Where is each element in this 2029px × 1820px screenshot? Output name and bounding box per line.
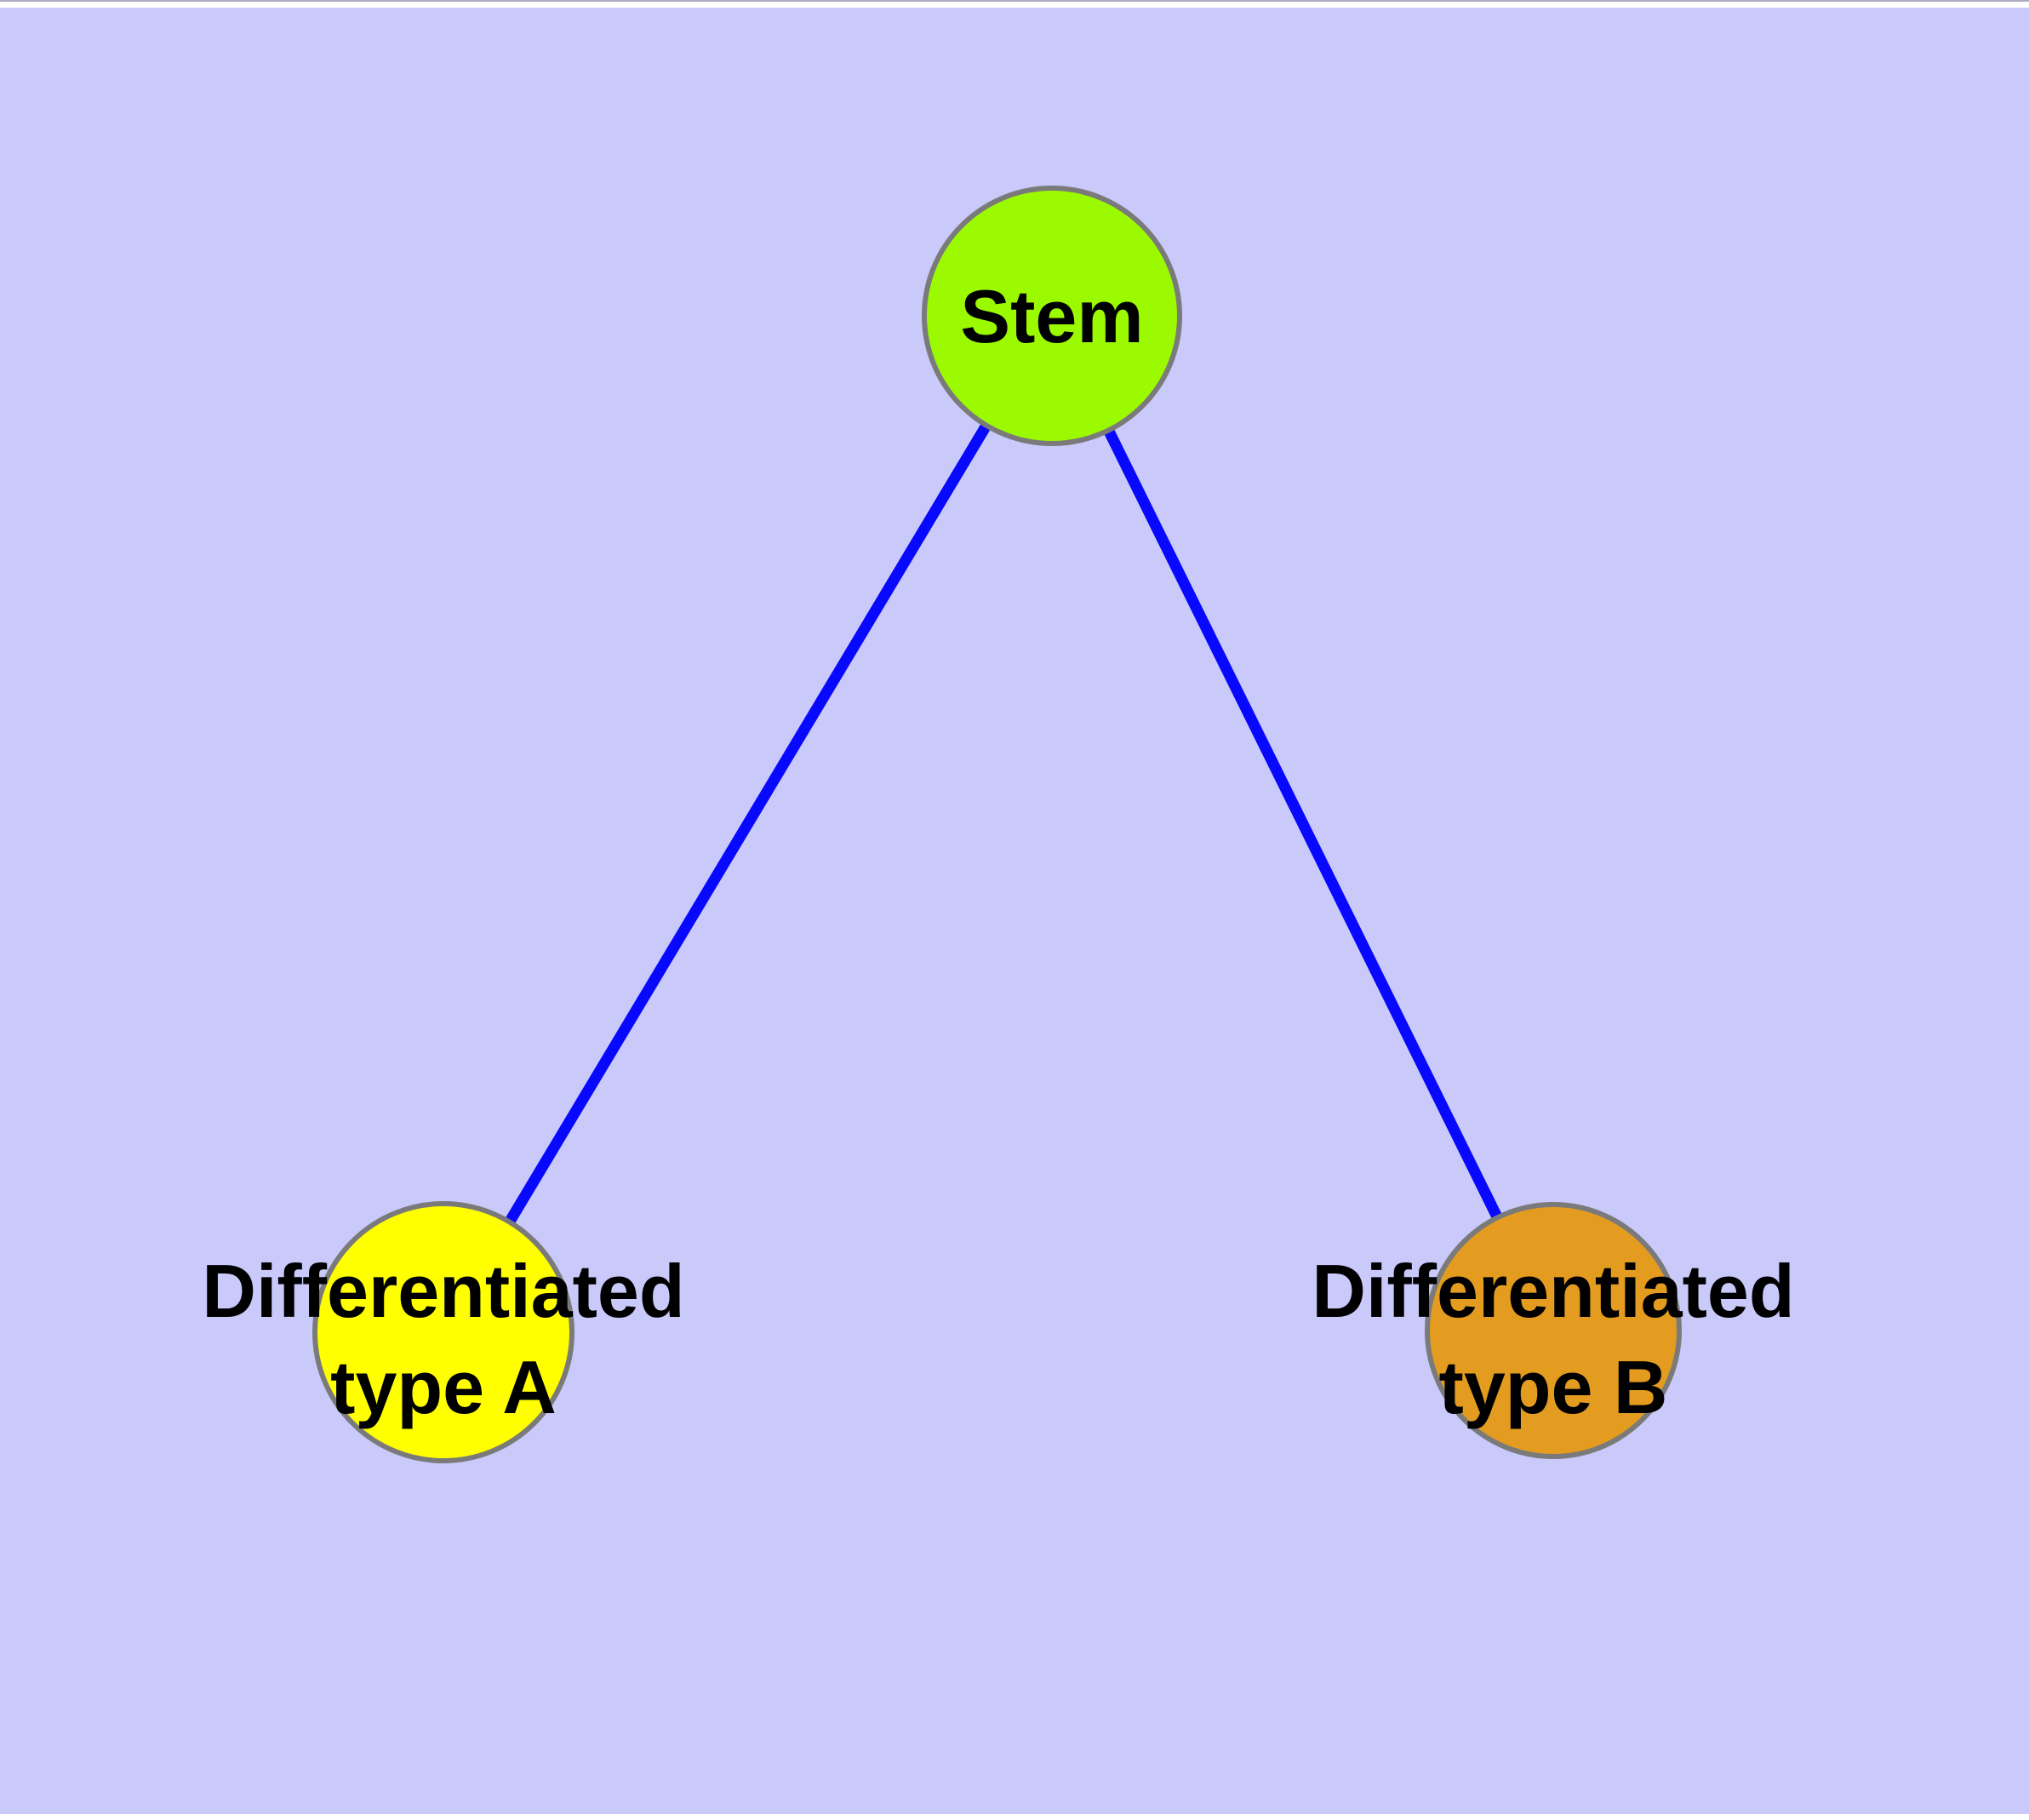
node-type-a-label-line2: type A: [330, 1345, 557, 1429]
node-type-a: Differentiated type A: [202, 1201, 685, 1463]
node-stem-label: Stem: [960, 274, 1143, 358]
node-type-b-label-line1: Differentiated: [1312, 1249, 1794, 1333]
node-stem: Stem: [922, 186, 1182, 446]
node-type-b-circle: [1425, 1202, 1682, 1459]
edge-stem-to-type-a: [437, 310, 1058, 1338]
edge-stem-to-type-b: [1046, 310, 1559, 1336]
top-margin-strip: [0, 0, 2029, 8]
node-type-b: Differentiated type B: [1312, 1202, 1795, 1459]
top-edge-line: [0, 0, 2029, 2]
node-type-a-label-line1: Differentiated: [202, 1249, 684, 1333]
edge-group: [437, 310, 1559, 1338]
node-type-a-circle: [312, 1201, 574, 1463]
node-type-b-label-line2: type B: [1439, 1345, 1668, 1429]
node-stem-circle: [922, 186, 1182, 446]
bottom-margin-strip: [0, 1814, 2029, 1820]
